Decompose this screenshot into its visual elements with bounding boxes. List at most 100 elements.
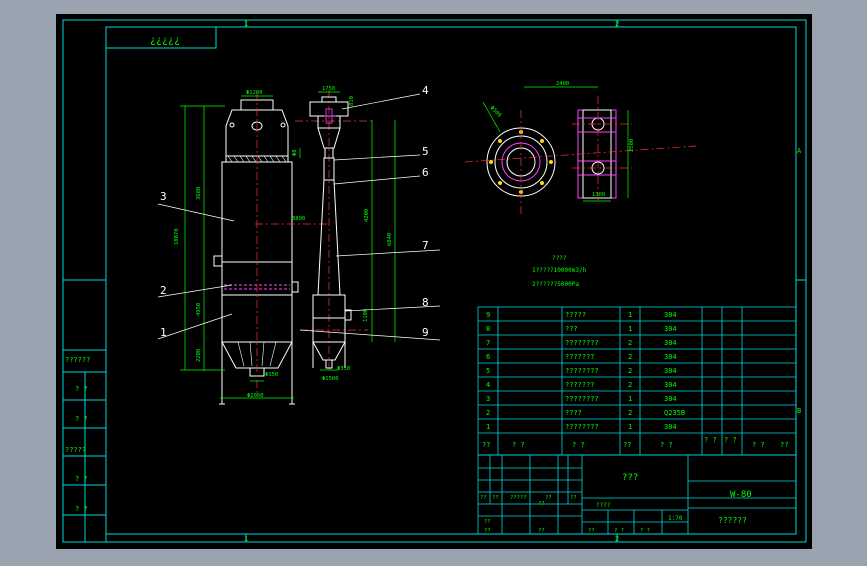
bom-cell-qty: 2 (628, 339, 632, 347)
bom-cell-name: ???????? (565, 339, 599, 347)
dim-1300: 1300 (592, 192, 605, 198)
bom-cell-name: ???????? (565, 367, 599, 375)
note-2: 2??????5000Pa (532, 281, 579, 288)
leader-numbers: 4 5 6 7 8 9 3 2 1 (160, 84, 429, 339)
strip-label-1: ?????? (65, 356, 90, 364)
bom-cell-no: 9 (486, 311, 490, 319)
bom-table (477, 306, 797, 535)
leader-4: 4 (422, 84, 429, 97)
dim-overall: 10870 (174, 228, 180, 245)
tb-code: W-80 (730, 490, 752, 500)
leader-1: 1 (160, 326, 167, 339)
tb-a4: ?? (570, 495, 577, 501)
bom-cell-qty: 1 (628, 311, 632, 319)
bom-cell-name: ????? (565, 311, 586, 319)
leader-7: 7 (422, 239, 429, 252)
tb-scale: 1:70 (668, 515, 683, 522)
frame-mark-a: A (797, 147, 802, 155)
bom-cell-name: ???? (565, 409, 582, 417)
bom-cell-name: ??????? (565, 381, 595, 389)
leader-9: 9 (422, 326, 429, 339)
bom-cell-qty: 2 (628, 367, 632, 375)
bom-cell-mat: 304 (664, 367, 677, 375)
tb-c0: ?? (484, 528, 491, 534)
bom-cell-no: 4 (486, 381, 490, 389)
bom-cell-mat: Q235B (664, 409, 685, 417)
frame-mark-bottom-left: 1 (244, 535, 248, 543)
bom-h-no: ?? (482, 441, 490, 449)
tower-centerlines (255, 90, 372, 396)
bom-h-total: ? ? (724, 436, 737, 444)
bom-h-mat: ? ? (660, 441, 673, 449)
frame-mark-top-left: 1 (244, 20, 248, 28)
bom-cell-mat: 304 (664, 395, 677, 403)
leader-8: 8 (422, 296, 429, 309)
frame-mark-bottom-right: 2 (615, 535, 619, 543)
bom-cell-qty: 2 (628, 409, 632, 417)
dim-3800: 3800 (292, 216, 305, 222)
cyclone-inlet (324, 108, 336, 124)
dim-4200: 4200 (364, 209, 370, 222)
strip-label-5: ? ? (75, 475, 88, 483)
frame-mark-top-right: 2 (615, 20, 619, 28)
bom-cell-mat: 304 (664, 311, 677, 319)
bom-h-name: ? ? (572, 441, 585, 449)
title-block-texts: ??? W-80 ?????? 1:70 ???? ?? ?? ????? ??… (480, 473, 752, 534)
dim-1750: 1750 (322, 86, 335, 92)
tb-a1: ?? (492, 495, 499, 501)
dim-2400: 2400 (556, 81, 569, 87)
tb-a3: ?? (545, 495, 552, 501)
dimension-lines (180, 91, 396, 399)
dim-150: Φ150 (265, 372, 278, 378)
tb-b1: ?? (538, 501, 545, 507)
tb-a0: ?? (480, 495, 487, 501)
bom-cell-qty: 2 (628, 381, 632, 389)
bom-cell-qty: 2 (628, 353, 632, 361)
dim-1100: 1100 (363, 309, 369, 322)
bom-cell-mat: 304 (664, 423, 677, 431)
leader-2: 2 (160, 284, 167, 297)
dim-2500: 2500 (629, 139, 635, 152)
bom-cell-no: 2 (486, 409, 490, 417)
bom-cell-name: ???????? (565, 395, 599, 403)
bom-h-unit: ? ? (704, 436, 717, 444)
plan-dims (482, 86, 629, 202)
bom-cell-mat: 304 (664, 325, 677, 333)
strip-label-3: ? ? (75, 415, 88, 423)
tb-d1: ? ? (614, 528, 624, 534)
leader-5: 5 (422, 145, 429, 158)
note-title: ???? (552, 255, 567, 262)
tech-notes: ???? 1?????10000m3/h 2??????5000Pa (532, 255, 587, 288)
bom-cell-mat: 304 (664, 381, 677, 389)
leader-6: 6 (422, 166, 429, 179)
bom-h-code: ? ? (512, 441, 525, 449)
bom-cell-no: 5 (486, 367, 490, 375)
bom-cell-mat: 304 (664, 339, 677, 347)
dim-350: Φ350 (337, 366, 350, 372)
dimension-texts: Φ1200 10870 3680 4950 2200 Φ150 Φ2000 38… (174, 86, 393, 399)
dim-6840: 6840 (387, 233, 393, 246)
bom-cell-name: ??? (565, 325, 578, 333)
bom-cell-no: 1 (486, 423, 490, 431)
tb-name: ??? (622, 473, 638, 483)
bom-cell-mat: 304 (664, 353, 677, 361)
tb-company: ?????? (718, 516, 747, 525)
bom-cell-qty: 1 (628, 423, 632, 431)
dim-810: 810 (349, 96, 355, 106)
bom-cell-no: 8 (486, 325, 490, 333)
dim-2200: 2200 (196, 349, 202, 362)
title-code: ¿¿¿¿¿ (150, 35, 180, 46)
bom-cell-qty: 1 (628, 395, 632, 403)
bom-h-remark: ? ? (752, 441, 765, 449)
tb-a2: ????? (510, 495, 527, 501)
plan-centerlines (464, 96, 697, 214)
title-code-box (105, 26, 217, 49)
bom-cell-no: 6 (486, 353, 490, 361)
tb-b0: ?? (484, 519, 491, 525)
bom-cell-qty: 1 (628, 325, 632, 333)
dim-top-dia: Φ1200 (246, 90, 263, 96)
bom-header: ?? ? ? ? ? ?? ? ? ? ? ? ? ? ? ?? (482, 436, 788, 449)
bom-cell-name: ??????? (565, 353, 595, 361)
